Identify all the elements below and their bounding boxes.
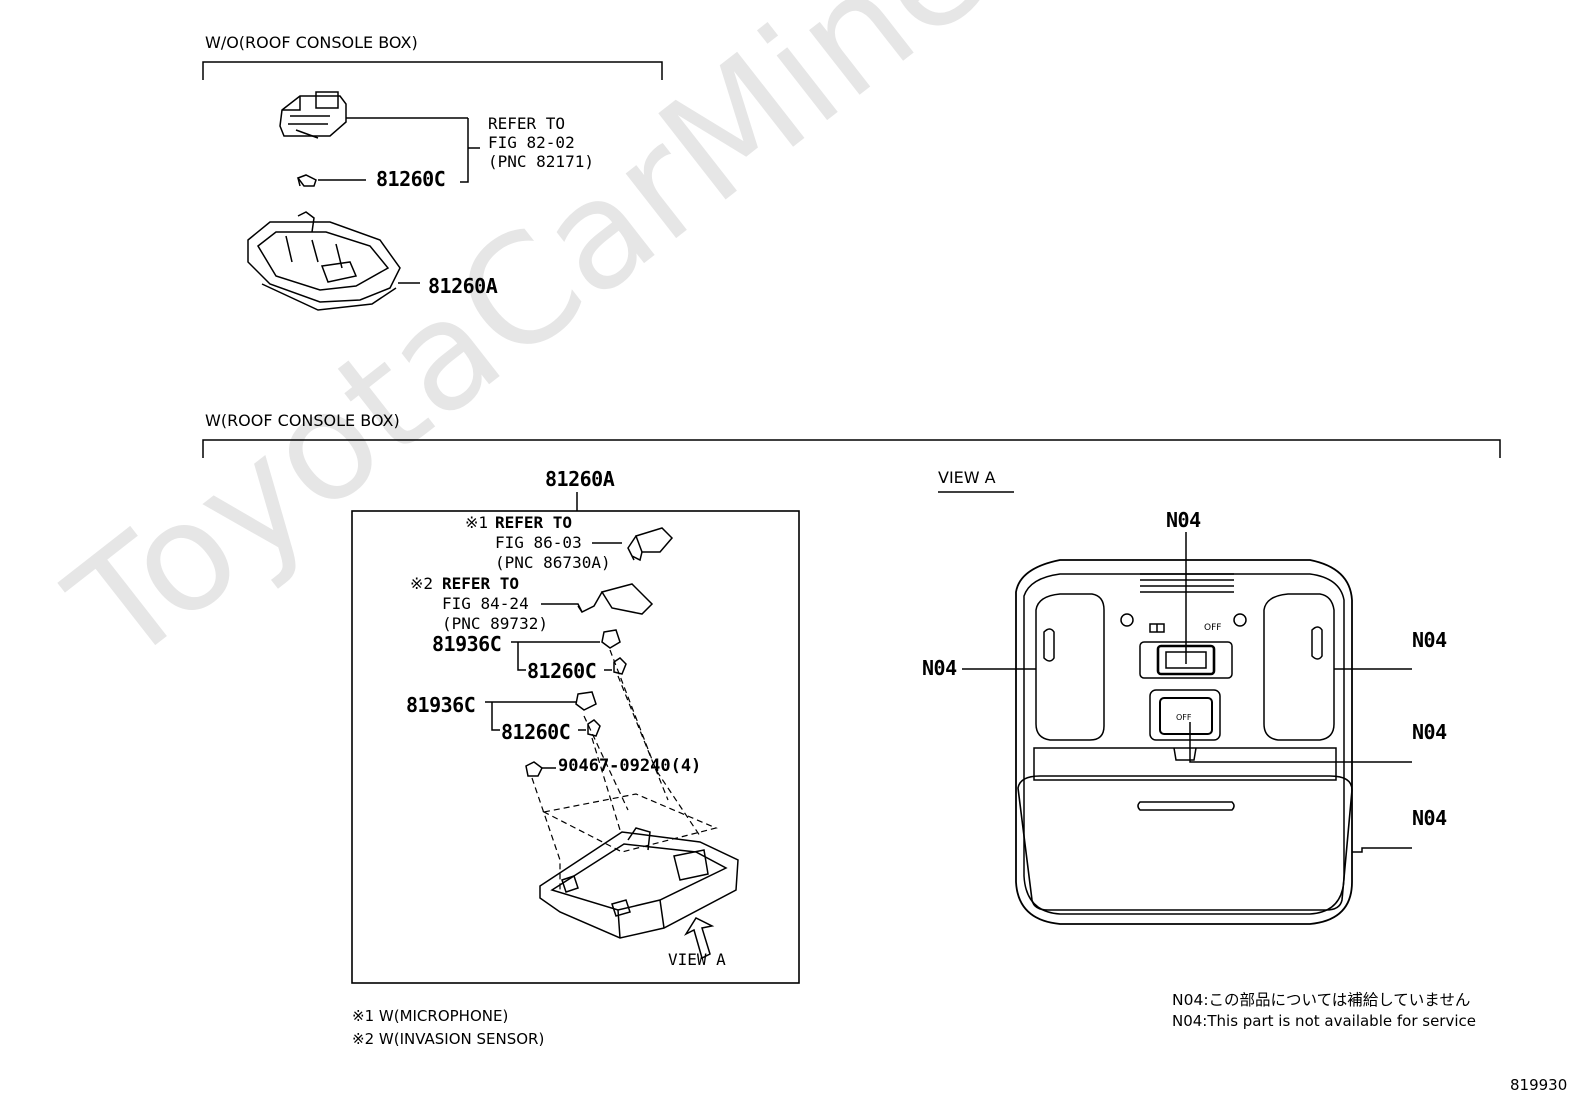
wo-section-bracket	[202, 61, 663, 80]
ref-text-line3: (PNC 82171)	[488, 152, 594, 171]
ref2-line1: REFER TO	[442, 574, 520, 593]
section-title-without-console: W/O(ROOF CONSOLE BOX)	[205, 33, 418, 52]
right-lamp-lens	[1263, 593, 1335, 741]
label-n04-left[interactable]: N04	[922, 656, 957, 680]
part-number-bulb-2[interactable]: 81260C	[501, 720, 571, 744]
overhead-console-view-a	[1015, 559, 1353, 925]
bulb-drawing	[296, 174, 317, 187]
bulb-drawing-2	[587, 719, 601, 737]
part-number-bulb[interactable]: 81260C	[376, 167, 446, 191]
label-n04-right-1[interactable]: N04	[1412, 628, 1447, 652]
sunglass-box-lid	[1017, 775, 1353, 911]
part-number-socket-2[interactable]: 81936C	[406, 693, 476, 717]
section-title-with-console: W(ROOF CONSOLE BOX)	[205, 411, 400, 430]
screw-drawing	[525, 761, 543, 777]
map-lamp-housing-drawing	[247, 211, 401, 311]
part-number-bulb-1[interactable]: 81260C	[527, 659, 597, 683]
part-number-map-lamp-assy[interactable]: 81260A	[545, 467, 615, 491]
ref1-line3: (PNC 86730A)	[495, 553, 611, 572]
note-not-available-jp: N04:この部品については補給していません	[1172, 991, 1471, 1009]
console-housing-drawing	[539, 827, 739, 939]
label-n04-right-2[interactable]: N04	[1412, 720, 1447, 744]
bulb-drawing-1	[613, 657, 627, 675]
switch-off-label: OFF	[1204, 623, 1222, 633]
footnote-microphone: ※1 W(MICROPHONE)	[352, 1007, 509, 1025]
view-a-pointer-label: VIEW A	[668, 950, 726, 969]
push-switch-off-label: OFF	[1176, 713, 1192, 722]
ref2-line2: FIG 84-24	[442, 594, 529, 613]
push-switch	[1159, 697, 1213, 735]
switch-module-drawing	[279, 91, 347, 139]
socket-drawing-2	[575, 691, 597, 711]
label-n04-top[interactable]: N04	[1166, 508, 1201, 532]
part-number-socket-1[interactable]: 81936C	[432, 632, 502, 656]
label-n04-right-3[interactable]: N04	[1412, 806, 1447, 830]
invasion-sensor-drawing	[577, 583, 654, 615]
ref1-line1: REFER TO	[495, 513, 573, 532]
ref1-mark: ※1	[465, 513, 489, 532]
push-switch-frame	[1149, 689, 1221, 741]
ref2-mark: ※2	[410, 574, 434, 593]
assembly-frame	[351, 510, 800, 984]
left-lamp-lens	[1035, 593, 1105, 741]
ref2-line3: (PNC 89732)	[442, 614, 548, 633]
room-lamp-icon	[1149, 623, 1165, 633]
note-not-available-en: N04:This part is not available for servi…	[1172, 1012, 1476, 1030]
ref-text-line1: REFER TO	[488, 114, 566, 133]
w-section-bracket	[202, 439, 1501, 458]
figure-number: 819930	[1510, 1076, 1568, 1094]
view-a-arrow	[683, 917, 715, 960]
footnote-invasion-sensor: ※2 W(INVASION SENSOR)	[352, 1030, 545, 1048]
microphone-drawing	[627, 527, 674, 562]
ref1-line2: FIG 86-03	[495, 533, 582, 552]
view-a-title: VIEW A	[938, 468, 996, 487]
socket-drawing-1	[601, 629, 621, 649]
part-number-map-lamp[interactable]: 81260A	[428, 274, 498, 298]
ref-text-line2: FIG 82-02	[488, 133, 575, 152]
part-number-screw[interactable]: 90467-09240(4)	[558, 756, 702, 776]
